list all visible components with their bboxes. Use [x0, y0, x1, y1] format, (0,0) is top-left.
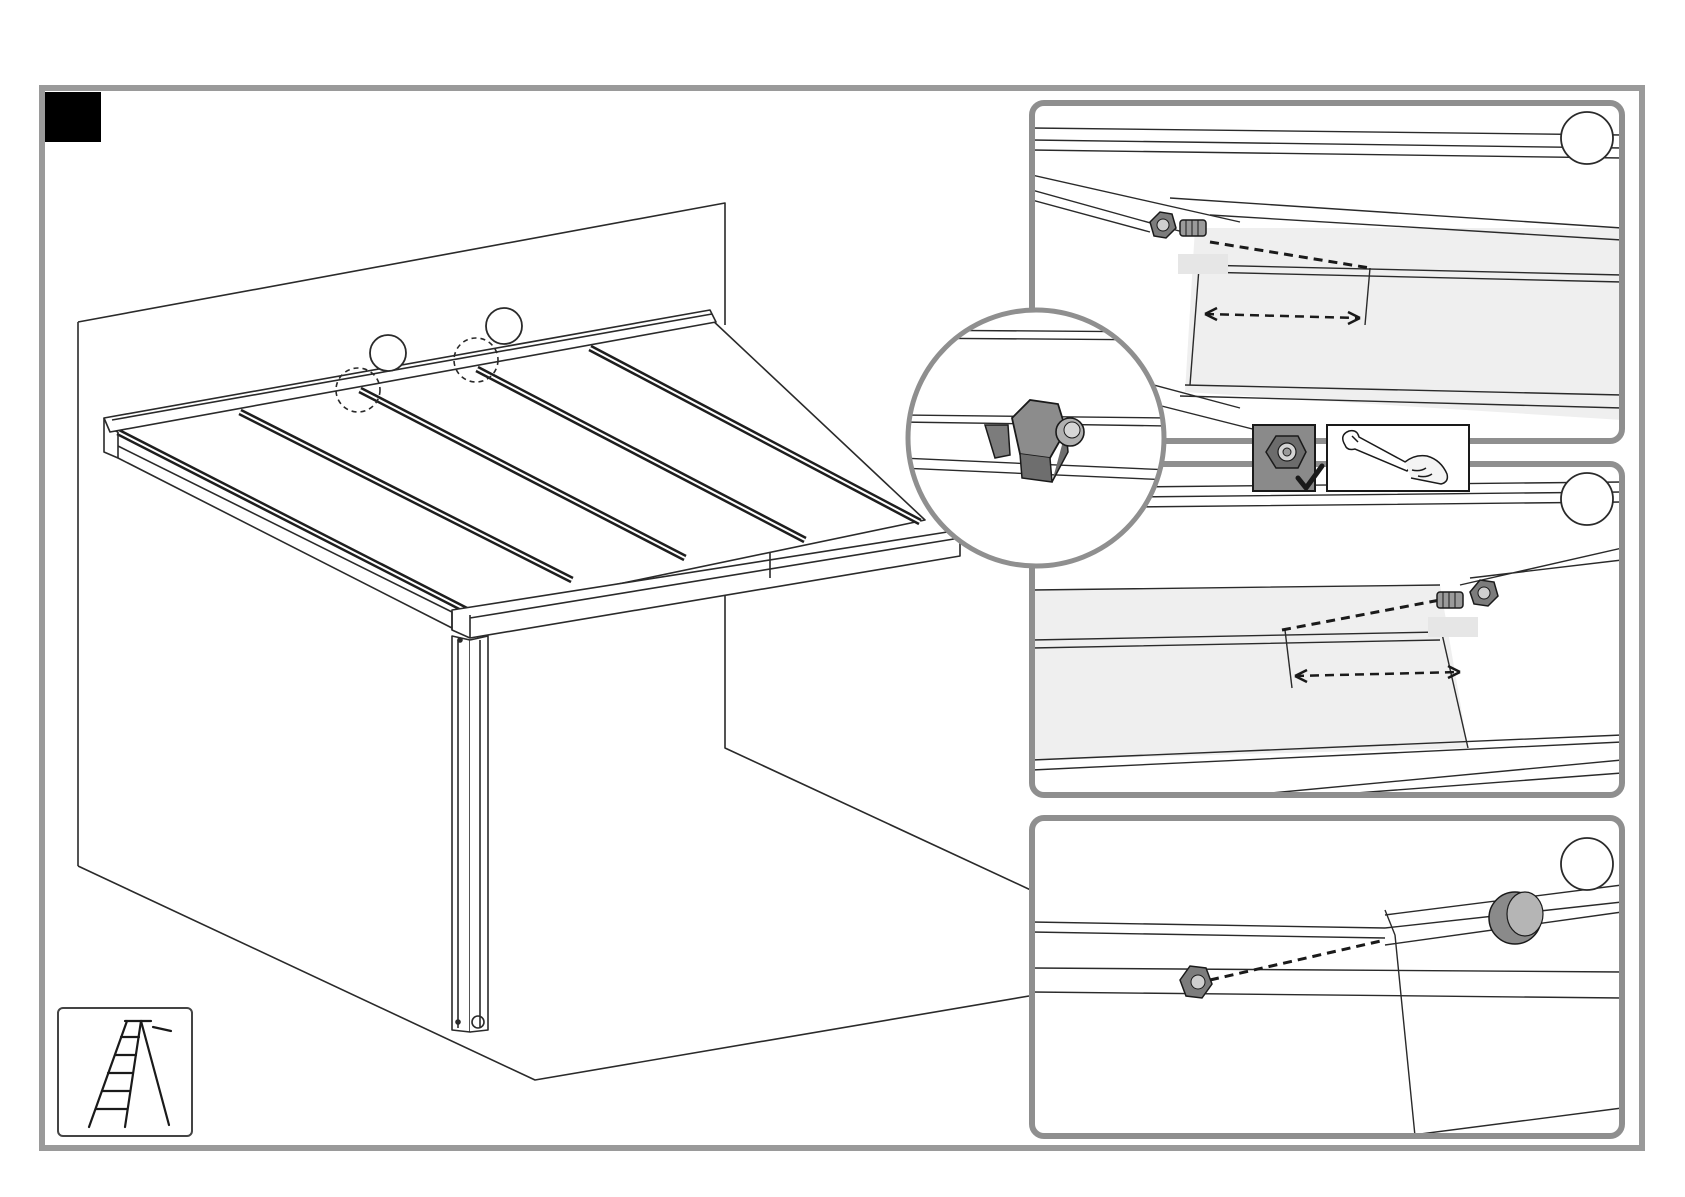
marker-circle-right: [486, 308, 522, 344]
callout-marker-2: [1561, 473, 1613, 525]
zoom-circle: [900, 310, 1170, 566]
callout-marker-1: [1561, 112, 1613, 164]
callout-marker-3: [1561, 838, 1613, 890]
step-number-badge: [45, 92, 101, 142]
panel1-shade: [1185, 228, 1622, 420]
ladder-tool-box: [57, 1007, 193, 1137]
torque-instruction: [1253, 425, 1469, 491]
ladder-icon: [59, 1009, 191, 1135]
ground-outline: [78, 590, 1035, 1080]
corner-post: [452, 636, 470, 1032]
detail-panel-3: [1032, 818, 1622, 1136]
marker-circle-left: [370, 335, 406, 371]
corner-post-side: [470, 636, 488, 1032]
pergola-scene: [78, 203, 1035, 1080]
